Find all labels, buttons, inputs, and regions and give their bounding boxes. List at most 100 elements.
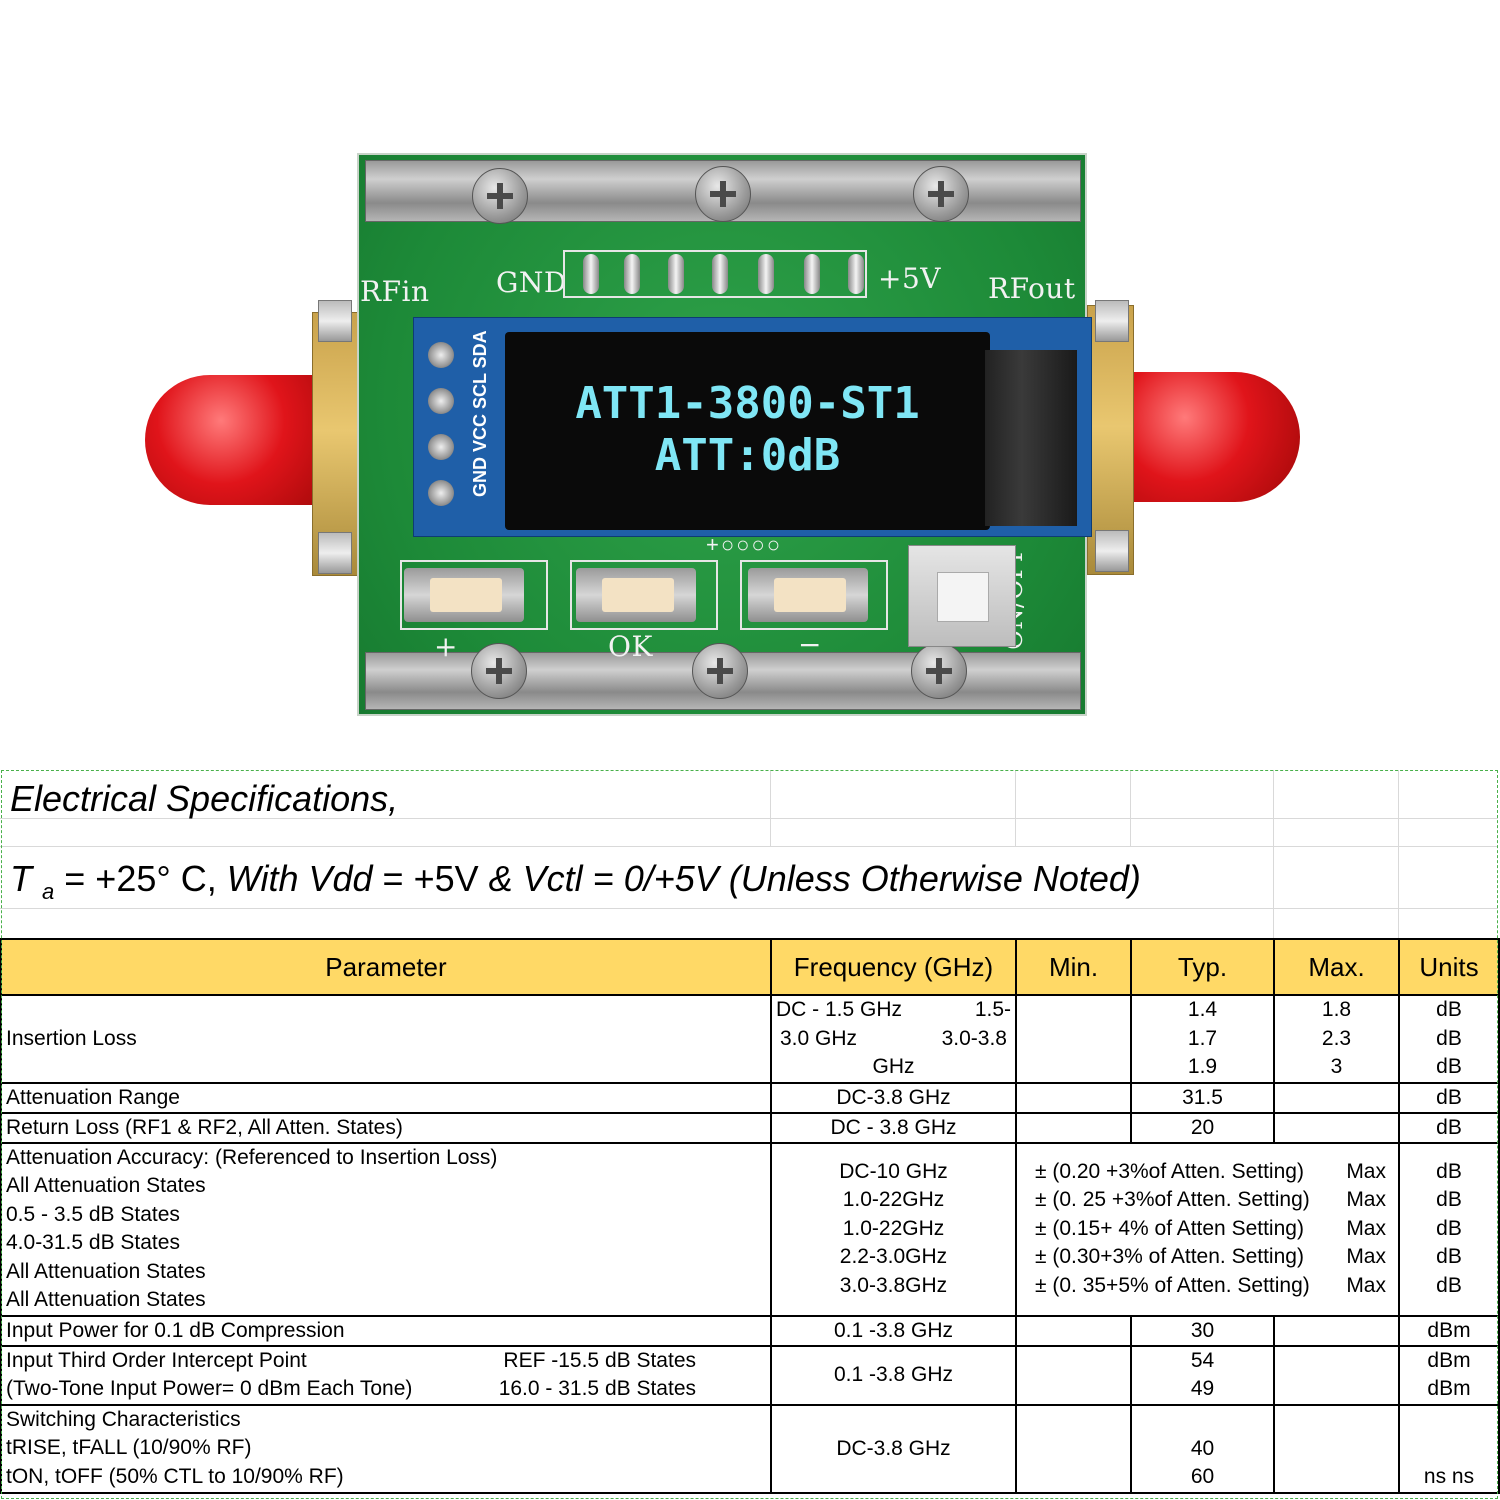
typ-cell: 31.5 (1130, 1081, 1275, 1114)
typ-value: 60 (1190, 1465, 1215, 1488)
unit-value: dB (1436, 1216, 1462, 1240)
accuracy-line: ± (0.15+ 4% of Atten Setting) Max (1021, 1215, 1394, 1244)
unit-value: dB (1436, 1245, 1462, 1269)
typ-cell: 40 60 (1130, 1403, 1275, 1494)
unit-value: ns ns (1423, 1465, 1475, 1488)
spec-sheet: Electrical Specifications, T a = +25° C,… (0, 770, 1500, 1500)
typ-value: 54 (1190, 1348, 1215, 1372)
max-cell (1273, 1403, 1400, 1494)
freq-cell: DC-10 GHz 1.0-22GHz 1.0-22GHz 2.2-3.0GHz… (770, 1141, 1017, 1317)
minus-button-cap[interactable] (774, 578, 846, 612)
screw-icon (695, 166, 751, 222)
max-value: 3 (1330, 1055, 1343, 1078)
header-pin (804, 254, 820, 294)
header-parameter: Parameter (0, 938, 772, 996)
temp-subscript: a (42, 879, 55, 905)
plus-button-frame (400, 560, 548, 630)
state-text: REF -15.5 dB States (503, 1348, 696, 1372)
table-row: Return Loss (RF1 & RF2, All Atten. State… (0, 1111, 1500, 1144)
rf-out-label: RFout (988, 272, 1076, 305)
typ-value: 1.4 (1187, 998, 1218, 1021)
screw-icon (911, 643, 967, 699)
oled-display (505, 332, 990, 530)
gridline (1015, 770, 1016, 846)
accuracy-value: ± (0.20 +3%of Atten. Setting) (1035, 1159, 1304, 1183)
param-text: All Attenuation States (6, 1259, 206, 1283)
param-text: tRISE, tFALL (10/90% RF) (6, 1436, 252, 1460)
param-cell: Input Power for 0.1 dB Compression (0, 1314, 772, 1347)
header-frequency: Frequency (GHz) (770, 938, 1017, 996)
param-cell: Attenuation Accuracy: (Referenced to Ins… (0, 1141, 772, 1317)
accuracy-value: ± (0. 25 +3%of Atten. Setting) (1035, 1188, 1310, 1212)
minus-button-frame (740, 560, 888, 630)
spec-table: Parameter Frequency (GHz) Min. Typ. Max.… (0, 938, 1500, 1494)
ok-button-label: OK (608, 630, 653, 663)
min-cell (1015, 1111, 1132, 1144)
gnd-label: GND (496, 266, 567, 299)
units-cell: dBm dBm (1398, 1344, 1500, 1406)
freq-text: 2.2-3.0GHz (839, 1245, 948, 1269)
header-min: Min. (1015, 938, 1132, 996)
freq-text: 3.0 GHz (780, 1026, 858, 1050)
gridline (0, 908, 1498, 909)
oled-model-text: ATT1-3800-ST1 (575, 378, 920, 429)
plus-button-cap[interactable] (430, 578, 502, 612)
freq-cell: DC-3.8 GHz (770, 1403, 1017, 1494)
rf-out-dust-cap (1108, 372, 1300, 502)
gridline (1273, 770, 1274, 938)
ok-button-cap[interactable] (602, 578, 674, 612)
param-text: 0.5 - 3.5 dB States (6, 1202, 180, 1226)
max-cell: 1.8 2.3 3 (1273, 994, 1400, 1084)
accuracy-max: Max (1346, 1159, 1386, 1183)
freq-text: DC-10 GHz (839, 1159, 948, 1183)
freq-text: 1.5- (974, 998, 1011, 1021)
param-cell: Input Third Order Intercept Point REF -1… (0, 1344, 772, 1406)
freq-cell: 0.1 -3.8 GHz (770, 1314, 1017, 1347)
gridline (1398, 770, 1399, 938)
accuracy-line: ± (0. 35+5% of Atten. Setting) Max (1021, 1272, 1394, 1301)
param-text: Attenuation Accuracy: (Referenced to Ins… (6, 1145, 498, 1169)
typ-value: 1.7 (1187, 1026, 1218, 1050)
table-row: Insertion Loss DC - 1.5 GHz 1.5- 3.0 GHz… (0, 994, 1500, 1084)
unit-value: dB (1436, 1159, 1462, 1183)
header-pin (583, 254, 599, 294)
temp-value: = +25° C, (64, 858, 227, 899)
accuracy-max: Max (1346, 1216, 1386, 1240)
power-switch-cap[interactable] (937, 572, 989, 622)
units-cell: ns ns (1398, 1403, 1500, 1494)
ok-button-frame (570, 560, 718, 630)
table-header-row: Parameter Frequency (GHz) Min. Typ. Max.… (0, 938, 1500, 996)
screw-icon (471, 643, 527, 699)
header-pin (848, 254, 864, 294)
typ-cell: 20 (1130, 1111, 1275, 1144)
param-line: Input Third Order Intercept Point REF -1… (6, 1347, 766, 1376)
accuracy-value: ± (0.15+ 4% of Atten Setting) (1035, 1216, 1304, 1240)
units-cell: dB (1398, 1081, 1500, 1114)
oled-pin (428, 388, 454, 414)
header-typ: Typ. (1130, 938, 1275, 996)
header-units: Units (1398, 938, 1500, 996)
units-cell: dB dB dB dB dB (1398, 1141, 1500, 1317)
freq-cell: DC - 3.8 GHz (770, 1111, 1017, 1144)
spec-title: Electrical Specifications, (10, 778, 399, 819)
minus-button-label: − (798, 628, 822, 661)
header-pin (668, 254, 684, 294)
accuracy-max: Max (1346, 1245, 1386, 1269)
max-cell (1273, 1314, 1400, 1347)
spec-conditions: T a = +25° C, With Vdd = +5V & Vctl = 0/… (10, 858, 1141, 905)
accuracy-max: Max (1346, 1273, 1386, 1297)
table-row: Input Power for 0.1 dB Compression 0.1 -… (0, 1314, 1500, 1347)
accuracy-line: ± (0.20 +3%of Atten. Setting) Max (1021, 1158, 1394, 1187)
accuracy-line: ± (0.30+3% of Atten. Setting) Max (1021, 1243, 1394, 1272)
freq-text: 3.0-3.8GHz (839, 1273, 948, 1297)
freq-text: 1.0-22GHz (842, 1188, 945, 1212)
param-text: Switching Characteristics (6, 1407, 241, 1431)
oled-pin (428, 342, 454, 368)
oled-pin (428, 434, 454, 460)
screw-icon (913, 166, 969, 222)
freq-text: GHz (872, 1055, 915, 1078)
units-cell: dB dB dB (1398, 994, 1500, 1084)
accuracy-max: Max (1346, 1188, 1386, 1212)
vdd-value: = +5V (382, 858, 489, 899)
screw-icon (692, 643, 748, 699)
